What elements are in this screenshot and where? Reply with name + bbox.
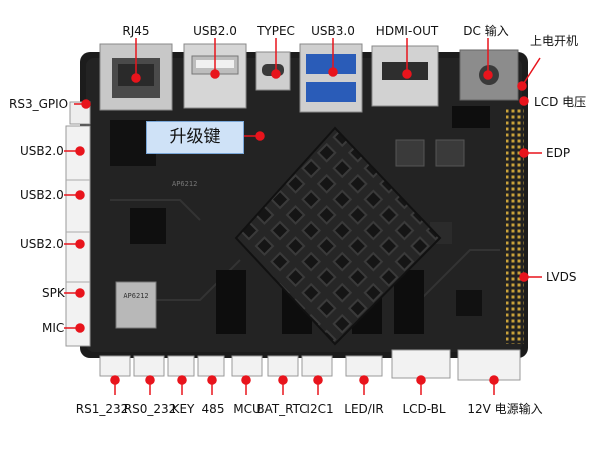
- callout-lines: [64, 38, 542, 395]
- label-power-switch: 上电开机: [530, 34, 579, 48]
- label-led-ir: LED/IR: [344, 402, 384, 416]
- label-mic: MIC: [42, 321, 65, 335]
- label-lvds: LVDS: [546, 270, 577, 284]
- bottom-connectors: [99, 349, 521, 381]
- label-edp: EDP: [546, 146, 571, 160]
- label-usb20-left-3: USB2.0: [20, 237, 64, 251]
- silkscreen-text: AP6212: [172, 180, 197, 188]
- label-key: KEY: [171, 402, 195, 416]
- label-rj45: RJ45: [122, 24, 150, 38]
- label-typec: TYPEC: [257, 24, 295, 38]
- right-pin-headers: [506, 108, 524, 344]
- label-i2c1: I2C1: [306, 402, 334, 416]
- label-lcd-voltage: LCD 电压: [534, 95, 587, 109]
- left-connectors: [65, 101, 91, 347]
- dc-jack: [459, 49, 519, 101]
- label-485: 485: [201, 402, 225, 416]
- label-usb20-top: USB2.0: [193, 24, 237, 38]
- usb30-port: [299, 43, 363, 113]
- label-rs0-232: RS0_232: [123, 402, 177, 416]
- label-rs1-232: RS1_232: [75, 402, 129, 416]
- label-mcu: MCU: [233, 402, 261, 416]
- label-dc-in: DC 输入: [463, 24, 509, 38]
- label-spk: SPK: [42, 286, 65, 300]
- label-usb20-left-1: USB2.0: [20, 144, 64, 158]
- label-usb30: USB3.0: [311, 24, 355, 38]
- module-marking: AP6212: [123, 292, 148, 300]
- label-12v-power: 12V 电源输入: [467, 402, 543, 416]
- heatsink: [234, 126, 442, 346]
- label-hdmi-out: HDMI-OUT: [375, 24, 439, 38]
- upgrade-key-box: 升级键: [146, 121, 244, 154]
- label-bat-rtc: BAT_RTC: [256, 402, 308, 416]
- label-lcd-bl: LCD-BL: [402, 402, 446, 416]
- label-rs3-gpio: RS3_GPIO: [9, 97, 69, 111]
- label-usb20-left-2: USB2.0: [20, 188, 64, 202]
